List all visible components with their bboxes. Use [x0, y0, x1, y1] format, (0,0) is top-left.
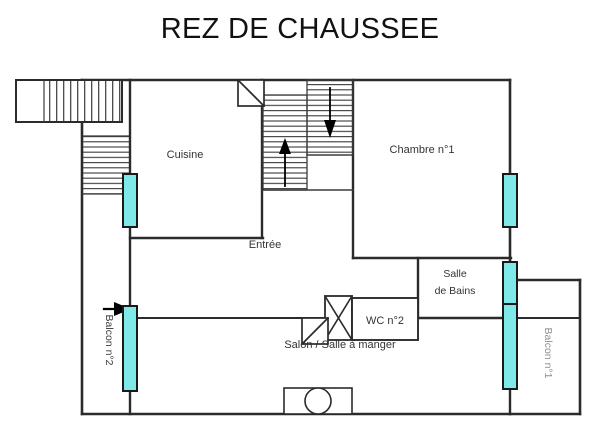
wc-box	[351, 297, 419, 341]
staircase-up	[262, 94, 308, 191]
room-label-entree: Entrée	[249, 239, 281, 251]
window-chambre-1	[502, 173, 518, 228]
room-label-wc-2: WC n°2	[366, 315, 404, 327]
door-swing-stair	[236, 78, 266, 108]
window-salon-left	[122, 305, 138, 392]
window-cuisine	[122, 173, 138, 228]
room-label-balcon-1: Balcon n°1	[542, 328, 554, 379]
exterior-stair-block	[15, 79, 123, 123]
staircase-down	[306, 79, 354, 156]
room-label-salon: Salon / Salle à manger	[284, 339, 396, 351]
room-label-salle-de-bains-line2: de Bains	[435, 285, 476, 297]
room-label-chambre-1: Chambre n°1	[390, 144, 455, 156]
room-label-cuisine: Cuisine	[167, 149, 204, 161]
room-label-balcon-2: Balcon n°2	[103, 315, 115, 366]
bottom-fixture	[283, 387, 353, 415]
floorplan-drawing: Cuisine Chambre n°1 Salle de Bains WC n°…	[0, 58, 600, 441]
door-swing-salon	[300, 316, 330, 346]
page-title: REZ DE CHAUSSEE	[160, 13, 440, 45]
window-salon-right	[502, 303, 518, 390]
room-label-salle-de-bains-line1: Salle	[443, 268, 467, 280]
